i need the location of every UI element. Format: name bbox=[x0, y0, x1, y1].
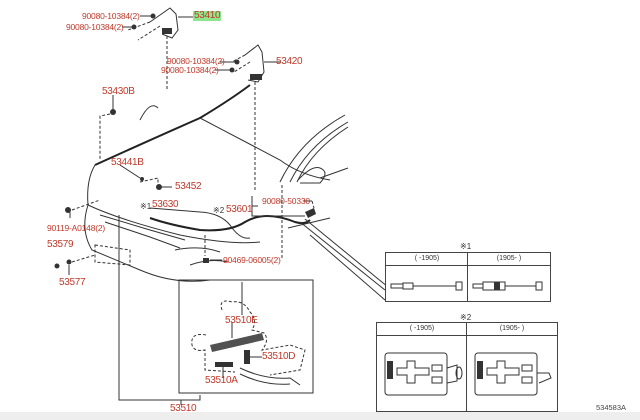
part-label-53410[interactable]: 53410 bbox=[193, 10, 222, 21]
lever-variant-old bbox=[384, 352, 463, 396]
table1-col-before-1905: ( -1905) bbox=[386, 253, 468, 266]
cable-variants-drawing bbox=[390, 281, 543, 291]
cable-variant-old bbox=[390, 281, 463, 291]
note-mark-1: ※1 bbox=[140, 202, 152, 211]
variant-table-lever: ( -1905) (1905- ) bbox=[376, 322, 558, 412]
part-label-53510[interactable]: 53510 bbox=[170, 403, 197, 414]
hood-hinge-left bbox=[122, 7, 194, 90]
hood-latch-detail bbox=[191, 282, 306, 386]
part-label-bolt[interactable]: 90080-10384(2) bbox=[82, 11, 140, 21]
table1-mark: ※1 bbox=[460, 242, 472, 251]
part-label-bolt[interactable]: 90080-10384(2) bbox=[66, 22, 124, 32]
table1-col-after-1905: (1905- ) bbox=[468, 253, 550, 266]
diagram-code: 534583A bbox=[596, 403, 627, 412]
lever-variant-new bbox=[474, 352, 552, 396]
hood-hinge-right bbox=[215, 44, 280, 190]
part-label-53420[interactable]: 53420 bbox=[276, 56, 303, 67]
part-label-53577[interactable]: 53577 bbox=[59, 277, 86, 288]
hood-outline bbox=[87, 84, 331, 244]
latch-detail-box bbox=[178, 279, 314, 394]
part-label-53579[interactable]: 53579 bbox=[47, 239, 74, 250]
part-label-bolt[interactable]: 90080-10384(2) bbox=[161, 65, 219, 75]
windshield bbox=[279, 114, 349, 260]
part-label-53630[interactable]: 53630 bbox=[152, 199, 179, 210]
part-label-53510d[interactable]: 53510D bbox=[262, 351, 296, 362]
release-lever bbox=[251, 196, 389, 291]
part-label-bolt[interactable]: 90080-10384(2) bbox=[167, 56, 225, 66]
part-label-90119[interactable]: 90119-A0148(2) bbox=[47, 223, 106, 233]
part-label-90469[interactable]: 90469-06005(2) bbox=[223, 255, 281, 265]
part-label-53452[interactable]: 53452 bbox=[175, 181, 202, 192]
lever-variants-drawing bbox=[384, 352, 552, 396]
variant-table-cable: ( -1905) (1905- ) bbox=[385, 252, 551, 302]
part-label-53510a[interactable]: 53510A bbox=[205, 375, 238, 386]
part-label-90080-50330[interactable]: 90080-50330 bbox=[262, 196, 310, 206]
part-label-53601[interactable]: 53601 bbox=[226, 204, 253, 215]
note-mark-2: ※2 bbox=[213, 206, 225, 215]
table2-mark: ※2 bbox=[460, 313, 472, 322]
front-bumper bbox=[84, 204, 251, 282]
cable-variant-new bbox=[472, 281, 543, 291]
part-label-53430b[interactable]: 53430B bbox=[102, 86, 135, 97]
part-label-53510e[interactable]: 53510E bbox=[225, 315, 258, 326]
part-label-53441b[interactable]: 53441B bbox=[111, 157, 144, 168]
table2-col-before-1905: ( -1905) bbox=[377, 323, 467, 336]
bottom-bar bbox=[0, 412, 640, 420]
table2-col-after-1905: (1905- ) bbox=[467, 323, 557, 336]
